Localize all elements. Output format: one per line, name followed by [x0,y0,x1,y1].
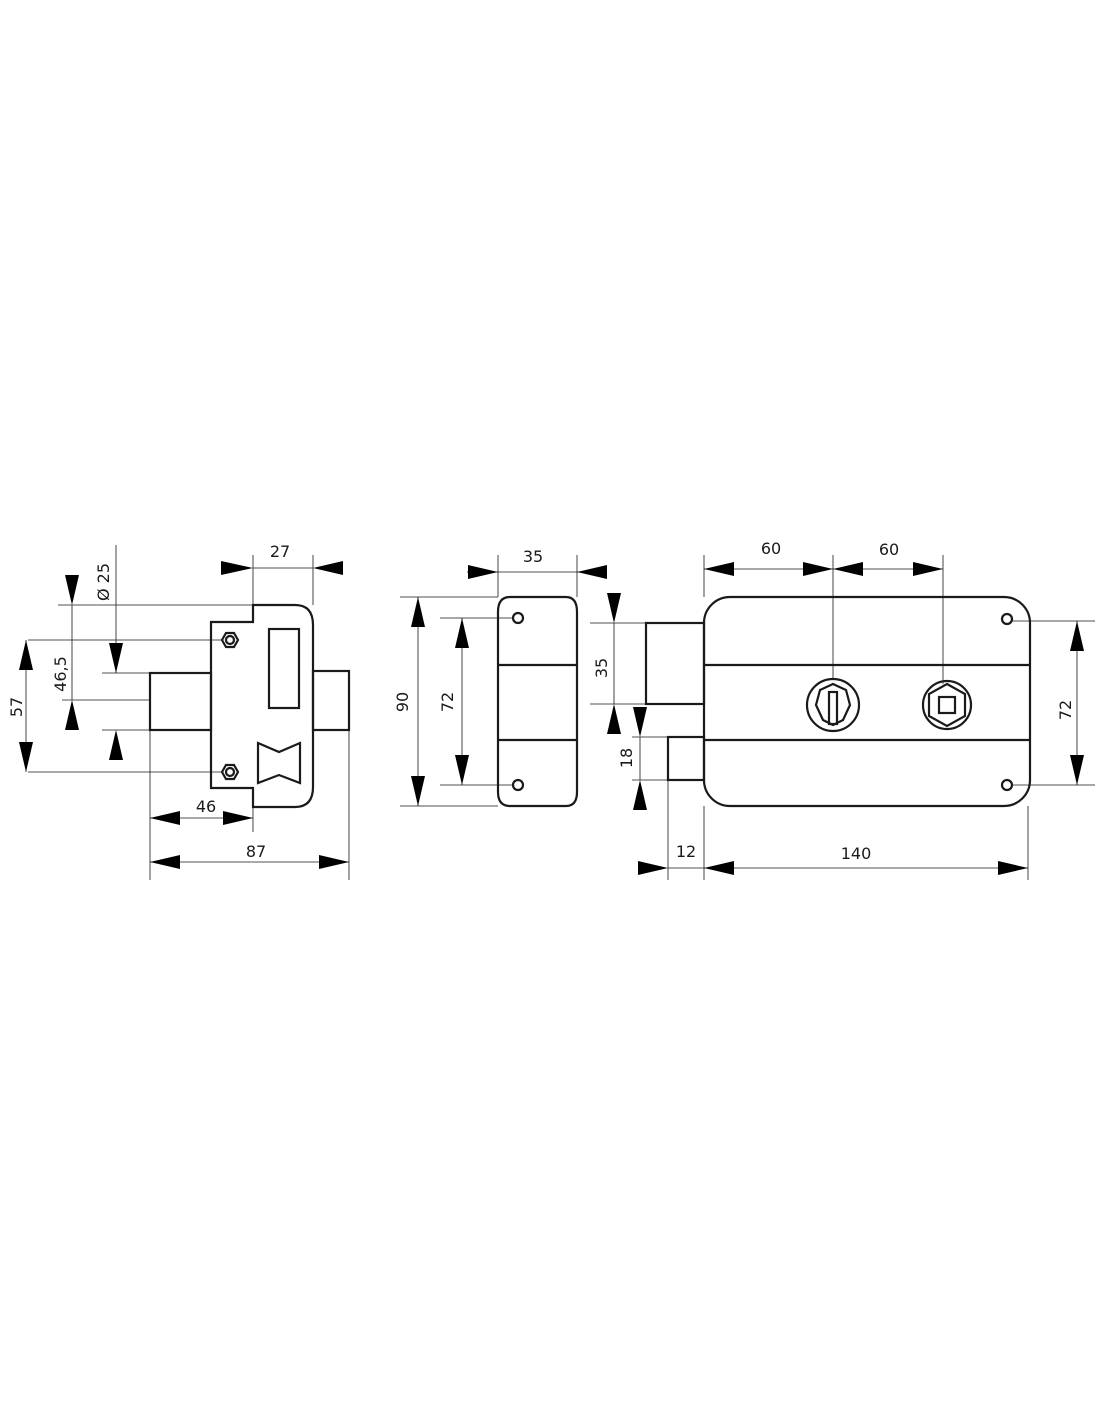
dim-87: 87 [246,842,266,861]
dim-57: 57 [7,697,26,717]
dim-35: 35 [523,547,543,566]
dim-72: 72 [438,692,457,712]
nut-icon [220,631,240,649]
dim-60-left: 60 [761,539,781,558]
dim-diameter-25: Ø 25 [94,563,113,601]
dim-140: 140 [841,844,872,863]
lock-body [702,595,1032,808]
screw-hole [511,611,525,625]
latch-hourglass [256,741,302,785]
lock-case-outline [209,603,315,809]
deadbolt-left [148,671,213,732]
dim-35-bolt: 35 [592,658,611,678]
dim-90: 90 [393,692,412,712]
dim-27: 27 [270,542,290,561]
screw-hole [511,778,525,792]
dim-46: 46 [196,797,216,816]
screw-hole [1000,612,1014,626]
dim-46-5: 46,5 [51,656,70,692]
dim-12: 12 [676,842,696,861]
key-cylinder-icon [805,677,861,733]
screw-hole [1000,778,1014,792]
deadbolt [644,621,706,706]
dim-18: 18 [617,748,636,768]
dim-72-holes: 72 [1056,700,1075,720]
strike-view: 35 90 72 [393,547,607,808]
latch-bolt [666,735,706,782]
slot [267,627,301,710]
strike-plate [496,595,579,808]
dim-60-right: 60 [879,540,899,559]
deadbolt-right [311,669,351,732]
front-view: 60 60 35 18 72 12 140 [590,539,1095,880]
nut-icon [220,763,240,781]
side-view: 27 Ø 25 46,5 57 46 87 [7,542,351,880]
thumb-knob-icon [921,679,973,731]
